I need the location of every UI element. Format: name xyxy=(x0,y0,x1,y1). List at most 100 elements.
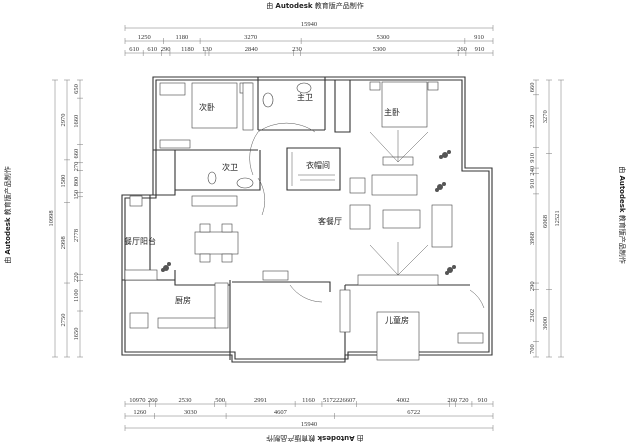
watermark-prefix: 由 xyxy=(355,434,364,442)
dimension-label: 1260 xyxy=(133,409,146,416)
dimension-label: 260 xyxy=(148,397,158,404)
outer-wall xyxy=(121,76,493,363)
dimension-label: 3030 xyxy=(184,409,197,416)
bedroom-bath-partitions xyxy=(153,77,326,151)
second-bath-walls xyxy=(174,150,261,191)
door-second-bath xyxy=(257,177,266,216)
dimension-label: 1650 xyxy=(73,328,80,341)
fridge xyxy=(129,312,149,329)
cloakroom-shelves xyxy=(291,152,335,186)
dimension-label: 2350 xyxy=(529,115,536,128)
dimension-label: 3000 xyxy=(542,317,549,330)
toilet-second xyxy=(207,171,217,185)
dimension-label: 270 xyxy=(73,162,80,172)
dimension-label: 1580 xyxy=(60,175,67,188)
dining-chair xyxy=(221,253,233,263)
dimension-right-total: 12521 xyxy=(554,79,564,358)
dimension-label: 910 xyxy=(529,179,536,189)
outer-wall-inner-face xyxy=(124,79,490,360)
dimension-label: 5172226607 xyxy=(323,397,356,404)
dimension-label: 220 xyxy=(73,272,80,282)
dimension-top-total: 15940 xyxy=(124,21,494,31)
plant-icon xyxy=(435,182,446,192)
dimension-label: 610 xyxy=(129,46,139,53)
dimension-label: 2998 xyxy=(60,236,67,249)
room-label-cloakroom: 衣帽间 xyxy=(306,160,330,170)
door-kids-room xyxy=(469,289,485,309)
dimension-label: 260 xyxy=(447,397,457,404)
room-label-second-bedroom: 次卧 xyxy=(199,102,215,112)
room-label-master-bedroom: 主卧 xyxy=(384,107,400,117)
tv-view-lines-master xyxy=(369,130,429,163)
dimension-label: 260 xyxy=(457,46,467,53)
plant-icon xyxy=(445,265,456,275)
toilet-master xyxy=(262,92,274,108)
dimension-label: 290 xyxy=(161,46,171,53)
dimension-label: 660 xyxy=(73,149,80,159)
corridor-wall xyxy=(150,190,176,196)
dimension-label: 240 xyxy=(529,166,536,176)
dimension-label: 150 xyxy=(73,190,80,200)
watermark-suffix: 教育版产品制作 xyxy=(618,213,627,264)
sofa xyxy=(371,174,418,196)
cloakroom-walls xyxy=(286,147,341,191)
watermark-brand: Autodesk xyxy=(618,175,626,212)
coffee-table xyxy=(382,209,421,229)
plant-icon xyxy=(439,150,451,159)
dimension-label: 1160 xyxy=(302,397,315,404)
bed-second-bedroom xyxy=(191,82,238,129)
dining-chair xyxy=(199,223,211,233)
armchair xyxy=(349,204,371,230)
tv-cabinet xyxy=(357,274,439,286)
dimension-label: 910 xyxy=(474,34,484,41)
dimension-label: 10970 xyxy=(129,397,145,404)
side-table xyxy=(349,177,366,194)
dimension-label: 610 xyxy=(147,46,157,53)
doors xyxy=(249,122,485,309)
desk xyxy=(159,82,186,96)
dimension-label: 3270 xyxy=(542,110,549,123)
dimension-bottom-total: 15940 xyxy=(124,421,494,431)
room-label-dining-balcony: 餐厅阳台 xyxy=(124,236,156,246)
dimension-label: 3270 xyxy=(244,34,257,41)
dimension-label: 230 xyxy=(292,46,302,53)
dimension-label: 2530 xyxy=(179,397,192,404)
dimension-label: 650 xyxy=(73,84,80,94)
watermark-prefix: 由 xyxy=(618,166,627,175)
dimension-label: 700 xyxy=(529,344,536,354)
cabinet xyxy=(159,139,191,149)
dimension-label: 2778 xyxy=(73,229,80,242)
dimension-label: 4002 xyxy=(396,397,409,404)
nightstand-left xyxy=(369,81,381,91)
entry-cabinet xyxy=(262,270,289,281)
dimension-label: 720 xyxy=(459,397,469,404)
washing-machine xyxy=(129,195,143,207)
room-label-living-dining: 客餐厅 xyxy=(318,216,342,226)
dimension-label: 2970 xyxy=(60,113,67,126)
watermark-right: 由 Autodesk 教育版产品制作 xyxy=(618,166,627,264)
watermark-prefix: 由 xyxy=(3,255,12,264)
dimension-label: 2991 xyxy=(254,397,267,404)
watermark-suffix: 教育版产品制作 xyxy=(313,1,364,10)
dimension-right-row2: 3270 6068 3000 xyxy=(542,79,552,358)
dimension-label: 6068 xyxy=(542,215,549,228)
dimension-label: 2302 xyxy=(529,309,536,322)
door-kitchen xyxy=(289,284,323,303)
watermark-brand: Autodesk xyxy=(317,434,354,442)
dimension-label: 10998 xyxy=(48,210,55,226)
dimension-label: 660 xyxy=(529,83,536,93)
furniture xyxy=(124,81,484,361)
closet-walls xyxy=(334,80,351,133)
desk-kids xyxy=(457,332,484,344)
stove-counter xyxy=(214,282,229,329)
kitchen-counter xyxy=(157,317,217,329)
dimension-label: 800 xyxy=(73,177,80,187)
dining-table xyxy=(194,231,239,255)
dimension-label: 5300 xyxy=(377,34,390,41)
dimension-label: 1180 xyxy=(175,34,188,41)
dimension-label: 1100 xyxy=(73,289,80,302)
